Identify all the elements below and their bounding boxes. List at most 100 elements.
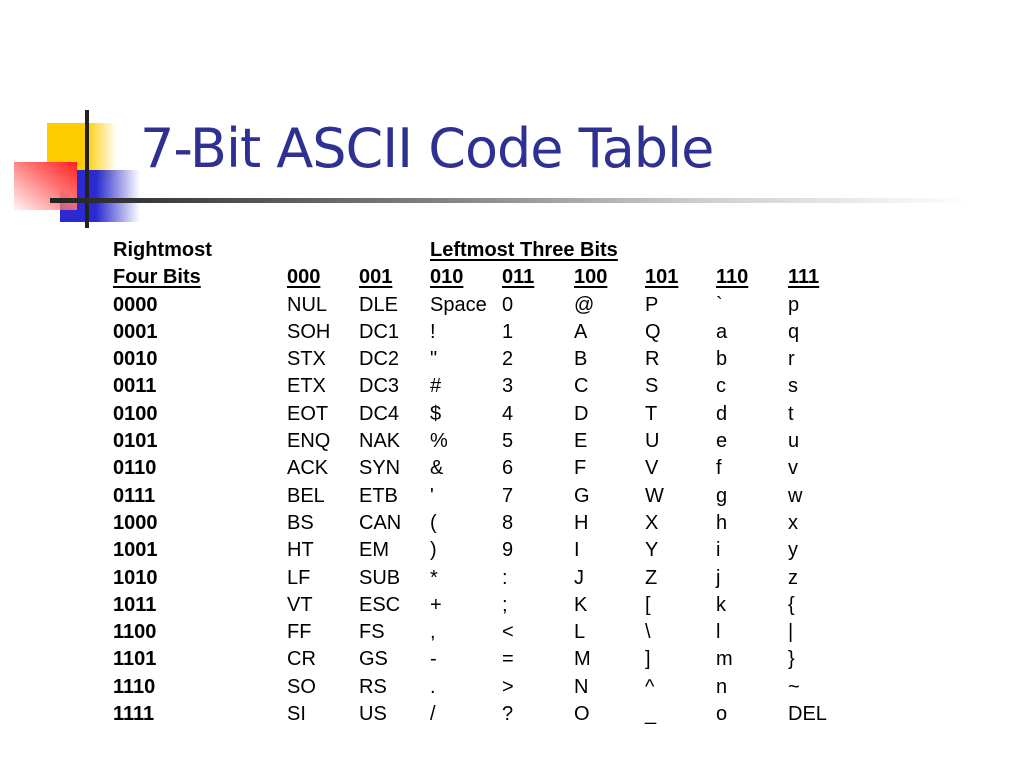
rightmost-label: Rightmost bbox=[113, 239, 212, 261]
table-cell: C bbox=[574, 375, 589, 398]
leftmost-label: Leftmost Three Bits bbox=[430, 239, 618, 261]
table-cell: e bbox=[716, 430, 728, 453]
table-cell: ETX bbox=[287, 375, 326, 398]
table-cell: X bbox=[645, 511, 659, 534]
table-cell: RS bbox=[359, 675, 387, 698]
table-cell: P bbox=[645, 293, 659, 316]
table-cell: } bbox=[788, 648, 795, 671]
row-bits-label: 1010 bbox=[113, 566, 158, 589]
table-cell: GS bbox=[359, 648, 388, 671]
table-cell: SO bbox=[287, 675, 316, 698]
table-cell: k bbox=[716, 593, 726, 616]
table-cell: 2 bbox=[502, 348, 514, 371]
table-cell: EOT bbox=[287, 402, 329, 425]
column-header: 001 bbox=[359, 266, 393, 289]
table-cell: z bbox=[788, 566, 798, 589]
table-cell: - bbox=[430, 648, 437, 671]
table-cell: Y bbox=[645, 539, 659, 562]
table-cell: NUL bbox=[287, 293, 328, 316]
table-cell: US bbox=[359, 703, 387, 726]
table-cell: SUB bbox=[359, 566, 401, 589]
table-cell: BS bbox=[287, 511, 314, 534]
table-cell: ; bbox=[502, 593, 508, 616]
table-cell: @ bbox=[574, 293, 595, 316]
row-bits-label: 0110 bbox=[113, 457, 157, 480]
table-cell: _ bbox=[645, 703, 657, 726]
table-cell: ESC bbox=[359, 593, 401, 616]
table-cell: q bbox=[788, 320, 800, 343]
table-cell: ? bbox=[502, 703, 514, 726]
table-cell: ] bbox=[645, 648, 651, 671]
table-cell: S bbox=[645, 375, 659, 398]
table-cell: R bbox=[645, 348, 660, 371]
column-header: 010 bbox=[430, 266, 464, 289]
table-cell: s bbox=[788, 375, 798, 398]
table-cell: T bbox=[645, 402, 658, 425]
table-cell: 7 bbox=[502, 484, 514, 507]
table-cell: n bbox=[716, 675, 728, 698]
table-cell: % bbox=[430, 430, 448, 453]
table-cell: \ bbox=[645, 621, 651, 644]
column-header: 101 bbox=[645, 266, 679, 289]
decorative-vertical-line bbox=[85, 110, 89, 228]
table-cell: : bbox=[502, 566, 508, 589]
table-cell: SI bbox=[287, 703, 306, 726]
table-cell: I bbox=[574, 539, 580, 562]
table-cell: DC1 bbox=[359, 320, 400, 343]
table-cell: F bbox=[574, 457, 587, 480]
table-cell: $ bbox=[430, 402, 442, 425]
table-cell: ETB bbox=[359, 484, 398, 507]
table-cell: BEL bbox=[287, 484, 325, 507]
table-cell: ACK bbox=[287, 457, 329, 480]
table-cell: w bbox=[788, 484, 803, 507]
table-cell: DC3 bbox=[359, 375, 400, 398]
table-cell: ^ bbox=[645, 675, 655, 698]
row-bits-label: 0100 bbox=[113, 402, 158, 425]
table-cell: 9 bbox=[502, 539, 514, 562]
table-cell: J bbox=[574, 566, 584, 589]
column-header: 110 bbox=[716, 266, 749, 289]
table-cell: Z bbox=[645, 566, 658, 589]
table-cell: VT bbox=[287, 593, 313, 616]
row-bits-label: 0111 bbox=[113, 484, 156, 507]
row-bits-label: 0011 bbox=[113, 375, 157, 398]
four-bits-label: Four Bits bbox=[113, 266, 201, 289]
table-cell: 8 bbox=[502, 511, 514, 534]
row-bits-label: 0000 bbox=[113, 293, 158, 316]
table-cell: { bbox=[788, 593, 795, 616]
table-cell: O bbox=[574, 703, 590, 726]
table-cell: FS bbox=[359, 621, 385, 644]
table-cell: 6 bbox=[502, 457, 514, 480]
table-cell: | bbox=[788, 621, 794, 644]
table-cell: CAN bbox=[359, 511, 402, 534]
table-cell: y bbox=[788, 539, 798, 562]
table-cell: HT bbox=[287, 539, 314, 562]
table-cell: DLE bbox=[359, 293, 398, 316]
table-cell: STX bbox=[287, 348, 326, 371]
table-cell: l bbox=[716, 621, 721, 644]
column-header: 000 bbox=[287, 266, 321, 289]
table-cell: " bbox=[430, 348, 438, 371]
table-cell: h bbox=[716, 511, 728, 534]
table-cell: E bbox=[574, 430, 588, 453]
table-cell: ) bbox=[430, 539, 437, 562]
table-cell: DC4 bbox=[359, 402, 400, 425]
table-cell: / bbox=[430, 703, 436, 726]
table-cell: CR bbox=[287, 648, 316, 671]
table-cell: . bbox=[430, 675, 436, 698]
table-cell: ! bbox=[430, 320, 436, 343]
table-cell: g bbox=[716, 484, 728, 507]
row-bits-label: 1111 bbox=[113, 703, 155, 726]
table-cell: , bbox=[430, 621, 436, 644]
table-cell: < bbox=[502, 621, 514, 644]
table-cell: DEL bbox=[788, 703, 827, 726]
table-cell: # bbox=[430, 375, 442, 398]
row-bits-label: 0001 bbox=[113, 320, 158, 343]
table-cell: W bbox=[645, 484, 664, 507]
table-cell: b bbox=[716, 348, 728, 371]
table-cell: d bbox=[716, 402, 728, 425]
table-cell: [ bbox=[645, 593, 651, 616]
table-cell: V bbox=[645, 457, 659, 480]
page-title: 7-Bit ASCII Code Table bbox=[140, 117, 714, 180]
table-cell: G bbox=[574, 484, 590, 507]
